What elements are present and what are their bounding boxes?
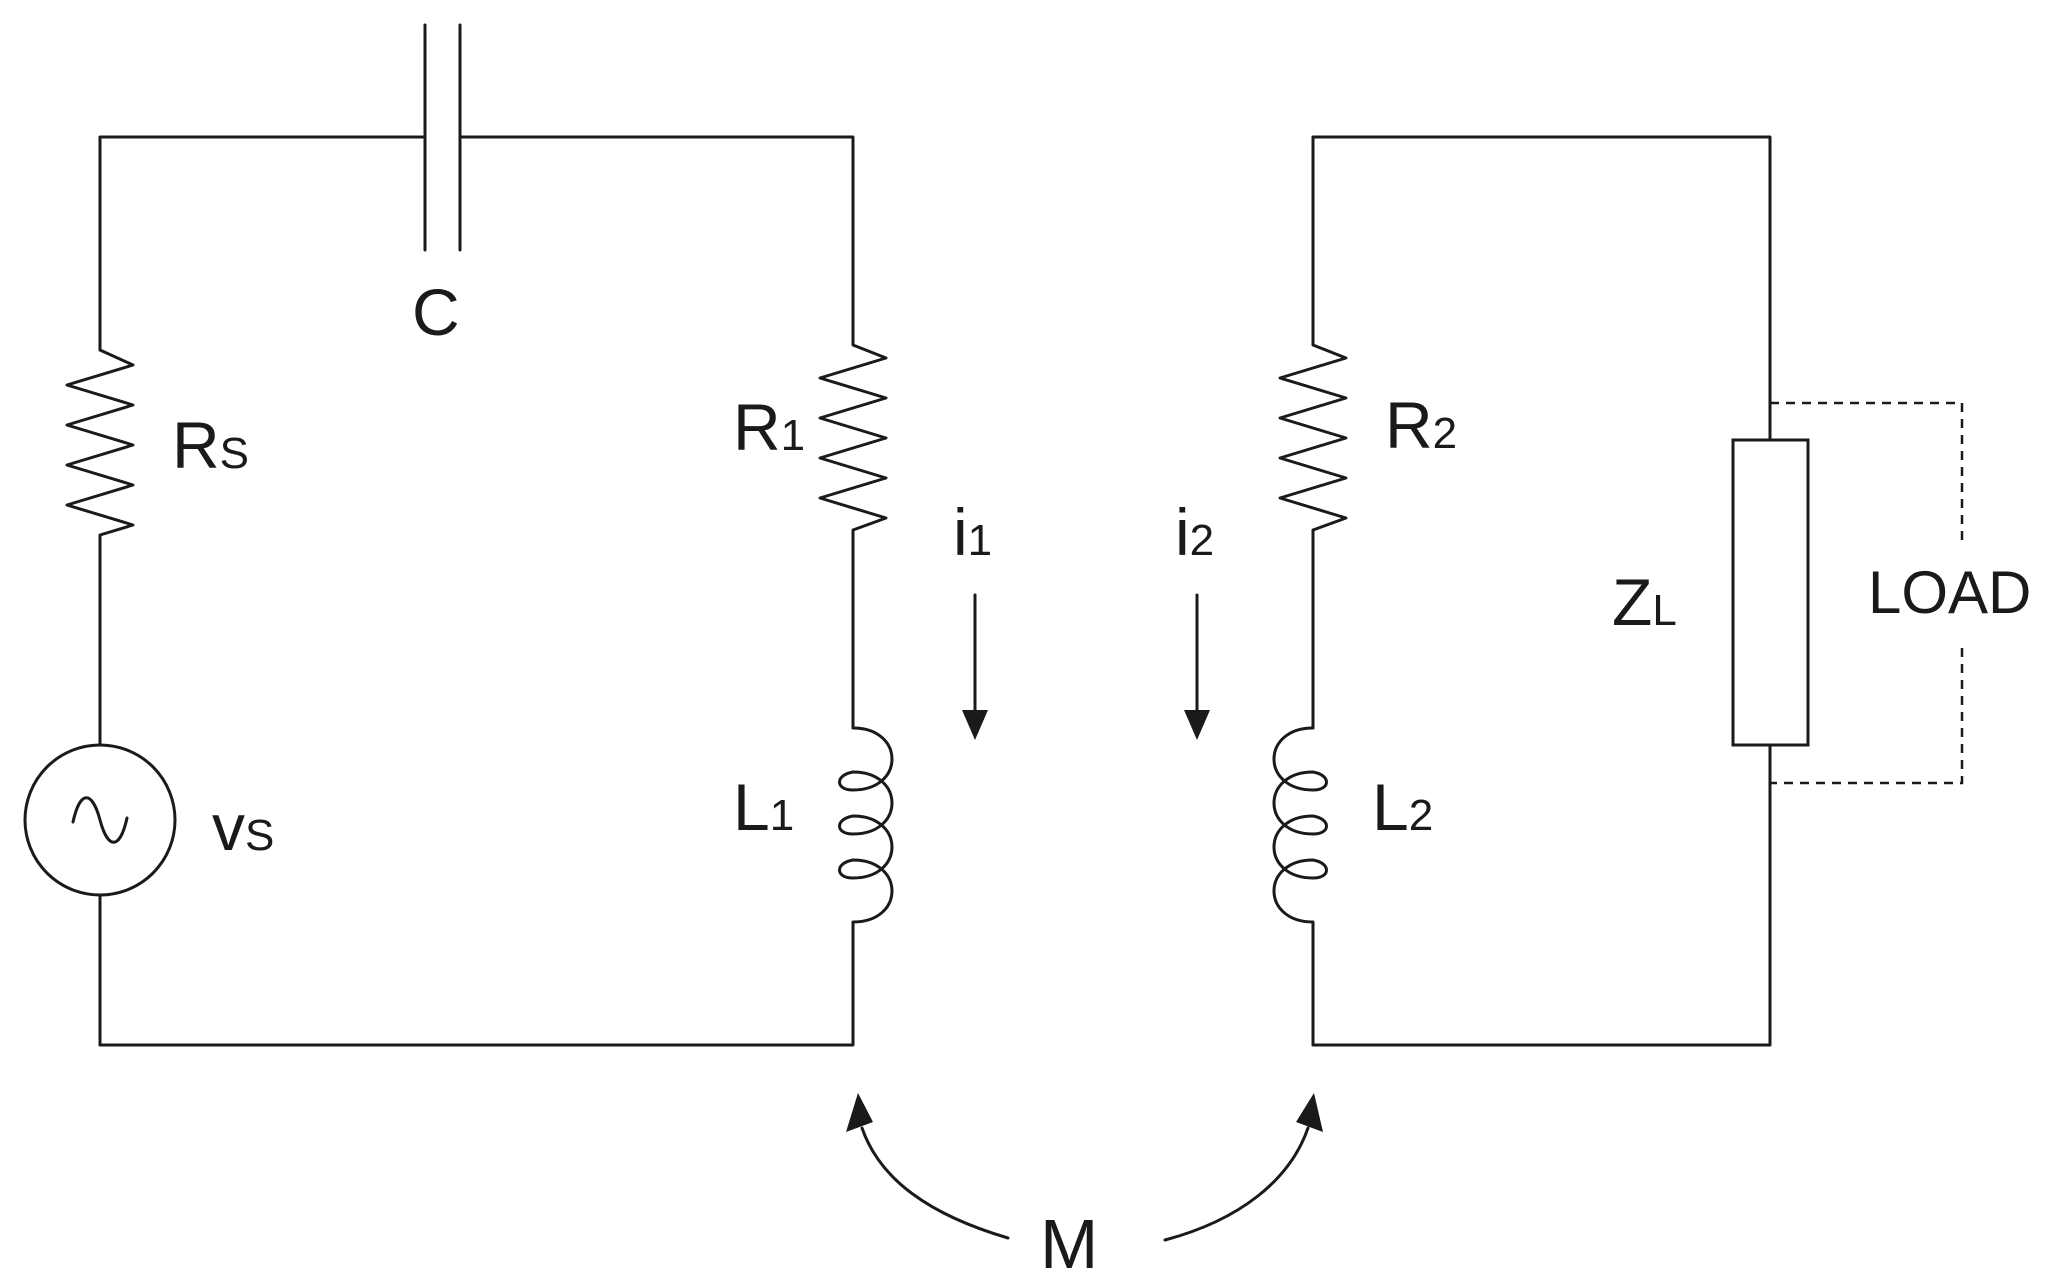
load-impedance-label: ZL	[1612, 565, 1677, 639]
resistor2-label: R2	[1385, 388, 1457, 462]
load-dashed-boundary-lower	[1770, 648, 1964, 785]
primary-bottom-wire	[98, 893, 855, 1047]
current1-label: i1	[953, 495, 992, 569]
mutual-inductance-label: M	[1040, 1205, 1098, 1278]
load-dashed-boundary	[1770, 401, 1964, 543]
capacitor-icon	[423, 23, 462, 252]
resistor2-icon	[1278, 328, 1348, 552]
current1-arrow	[962, 593, 988, 740]
load-label: LOAD	[1868, 559, 2031, 626]
resistor1-label: R1	[733, 390, 805, 464]
secondary-bottom-wire	[1311, 743, 1772, 1047]
secondary-circuit	[1272, 135, 1964, 1047]
source-label: vS	[212, 790, 274, 864]
capacitor-label: C	[412, 275, 460, 349]
load-impedance-icon	[1731, 438, 1810, 747]
mutual-arrow-left	[846, 1093, 1010, 1240]
primary-top-wire-left	[98, 135, 427, 352]
resistor1-icon	[818, 328, 888, 552]
source-resistor-icon	[65, 328, 135, 552]
primary-top-wire-right	[458, 135, 855, 332]
secondary-top-wire	[1311, 135, 1772, 442]
inductor2-label: L2	[1372, 770, 1433, 844]
current2-arrow	[1184, 593, 1210, 740]
inductor1-icon	[838, 726, 894, 927]
inductor2-icon	[1272, 726, 1328, 927]
mutual-arrow-right	[1163, 1093, 1323, 1242]
inductor1-label: L1	[733, 770, 794, 844]
source-resistor-label: RS	[172, 408, 249, 482]
primary-circuit	[23, 23, 894, 1047]
ac-source-icon	[23, 743, 177, 897]
current2-label: i2	[1175, 495, 1214, 569]
